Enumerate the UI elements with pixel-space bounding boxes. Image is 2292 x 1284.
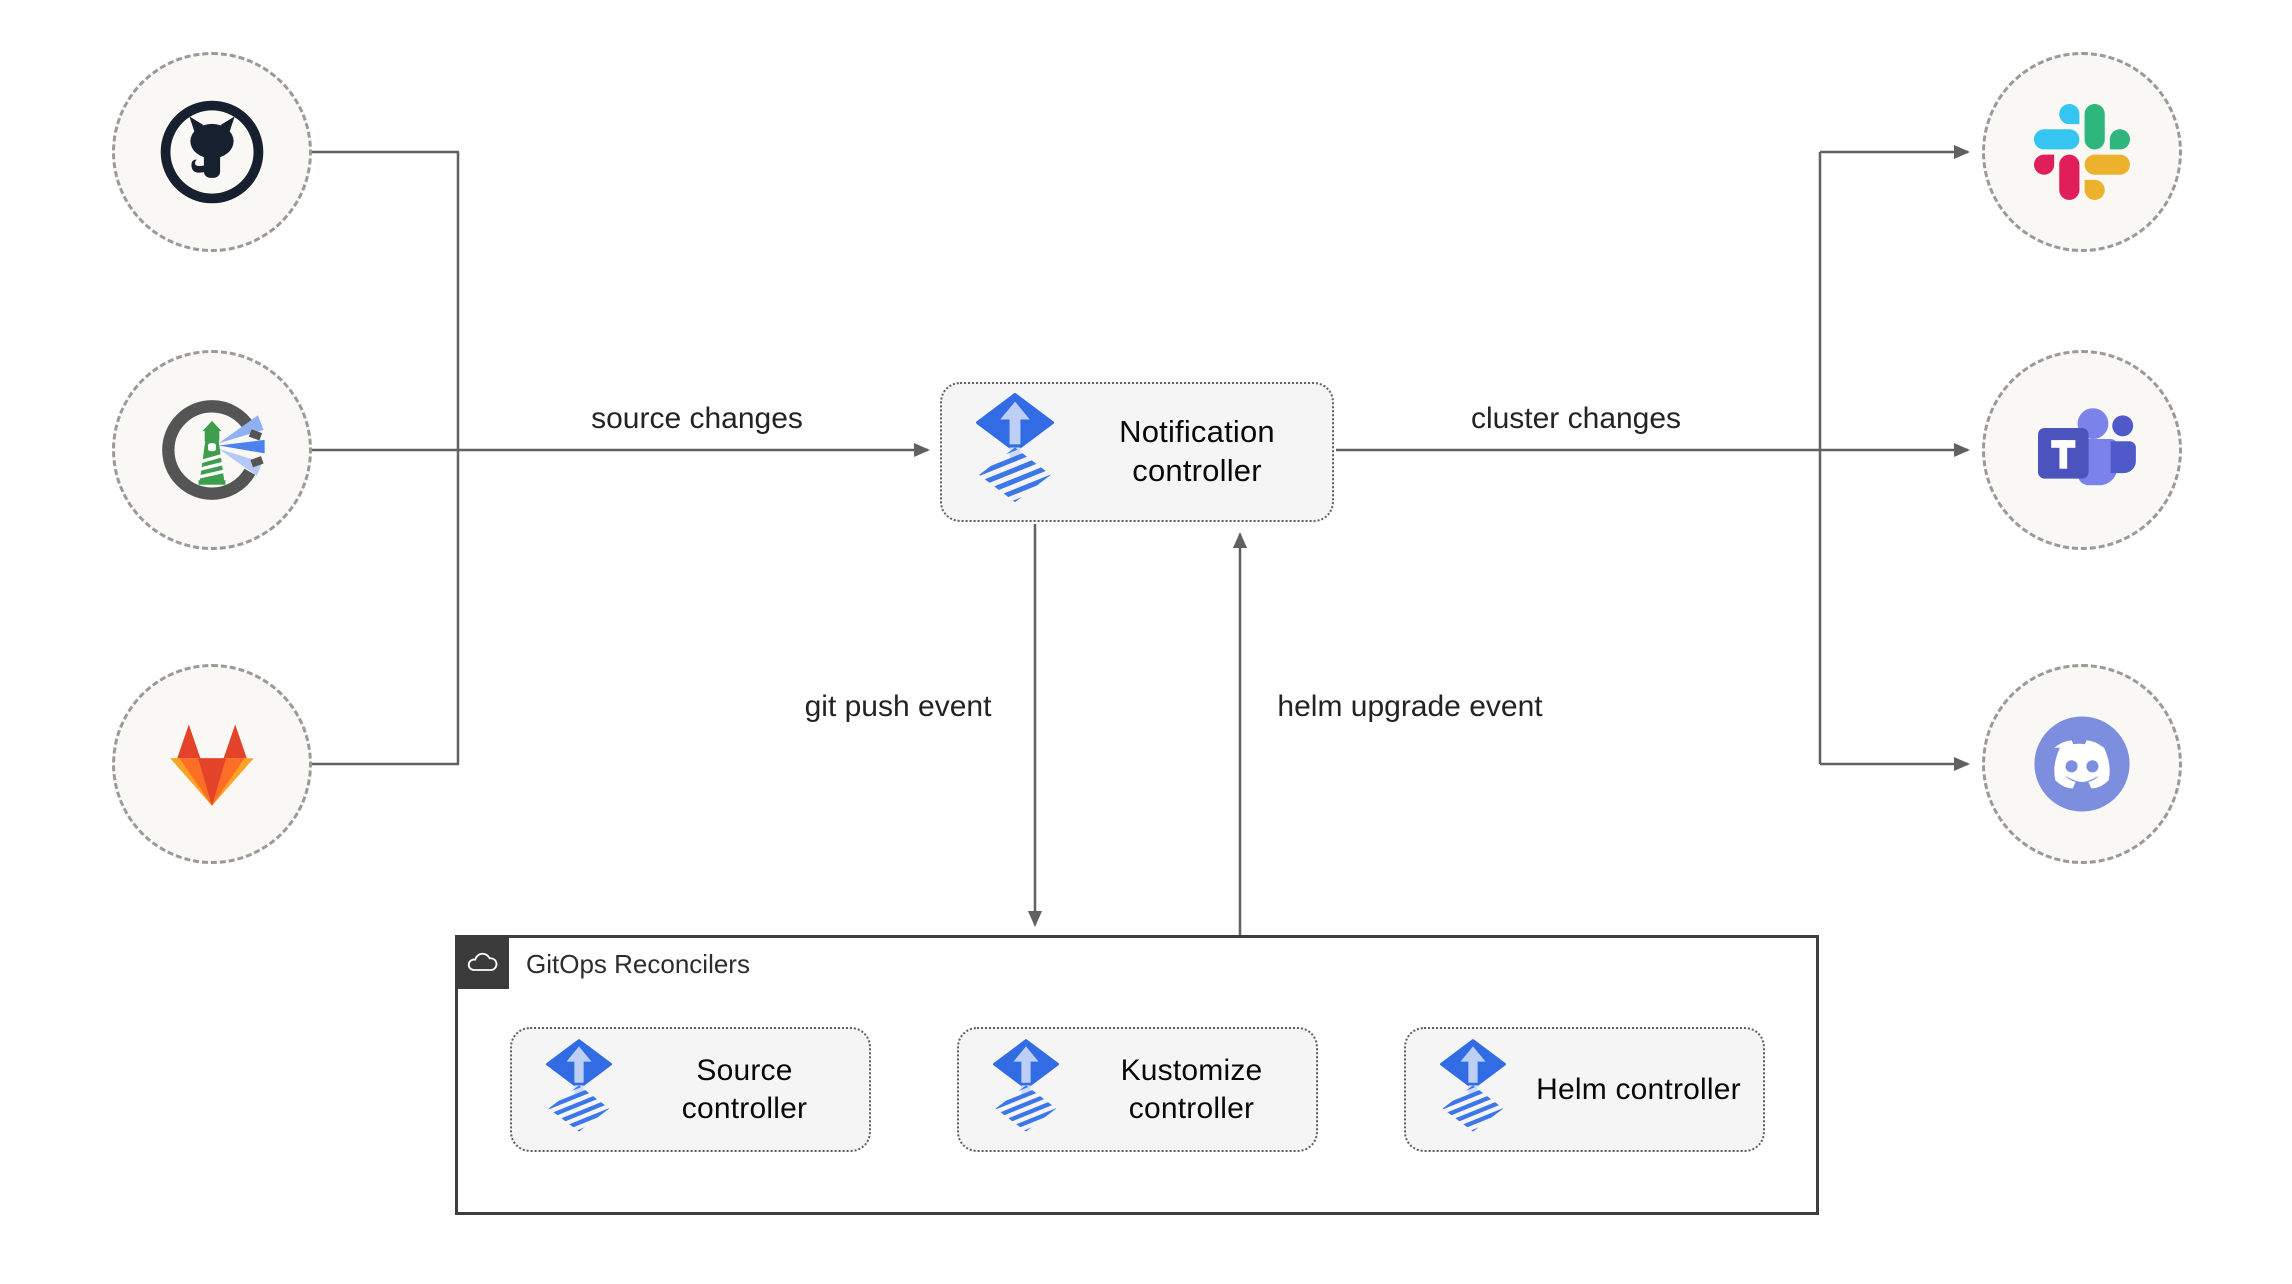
helm-controller-box: Helm controller [1404, 1027, 1765, 1152]
notification-controller-label: Notification controller [1119, 414, 1275, 488]
node-discord [1982, 664, 2182, 864]
node-github [112, 52, 312, 252]
flux-icon [976, 393, 1054, 511]
gitlab-icon [154, 706, 270, 822]
notification-controller-box: Notification controller [940, 382, 1334, 522]
helm-controller-label: Helm controller [1536, 1072, 1741, 1106]
flux-icon [993, 1039, 1059, 1140]
flux-icon [1440, 1039, 1506, 1140]
edge-label-helm-upgrade-event: helm upgrade event [1277, 690, 1543, 723]
node-slack [1982, 52, 2182, 252]
microsoft-teams-icon [2027, 395, 2137, 505]
node-gitlab [112, 664, 312, 864]
flux-icon [546, 1039, 612, 1140]
github-icon [158, 98, 266, 206]
source-controller-label: Source controller [681, 1054, 808, 1125]
harbor-icon [156, 394, 268, 506]
source-controller-box: Source controller [510, 1027, 871, 1152]
gitops-reconcilers-title: GitOps Reconcilers [526, 949, 750, 979]
kustomize-controller-box: Kustomize controller [957, 1027, 1318, 1152]
discord-icon [2024, 706, 2140, 822]
node-teams [1982, 350, 2182, 550]
edge-label-source-changes: source changes [591, 402, 803, 435]
node-harbor [112, 350, 312, 550]
cloud-icon [455, 935, 509, 989]
edge-label-git-push-event: git push event [804, 690, 992, 723]
edge-label-cluster-changes: cluster changes [1470, 402, 1682, 435]
slack-icon [2034, 104, 2130, 200]
kustomize-controller-label: Kustomize controller [1120, 1054, 1263, 1125]
